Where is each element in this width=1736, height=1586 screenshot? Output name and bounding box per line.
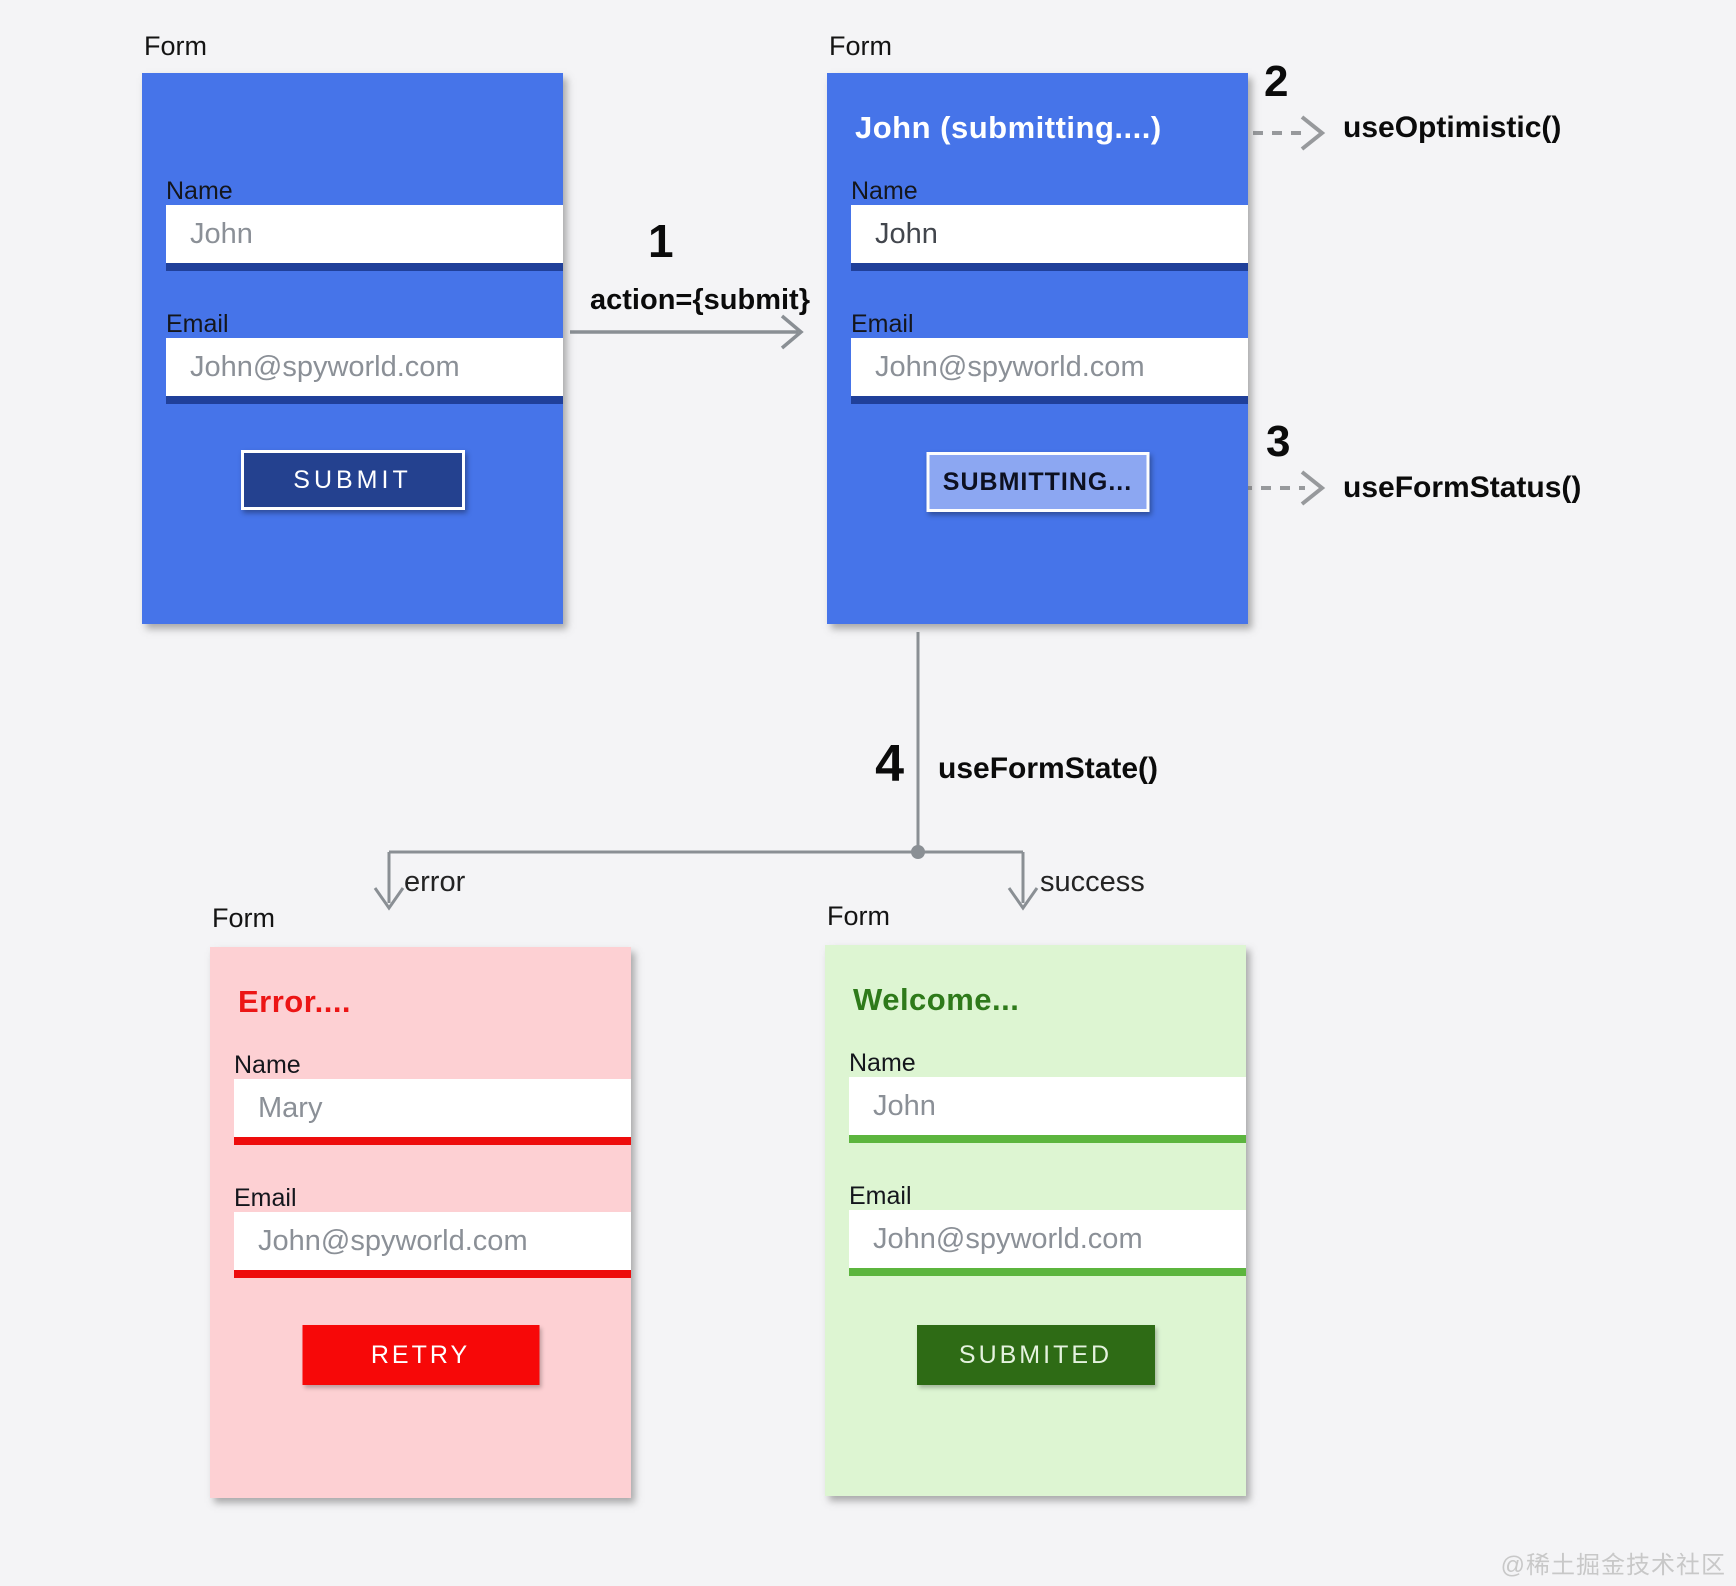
junction-dot-icon [911, 845, 925, 859]
watermark: @稀土掘金技术社区 [1500, 1552, 1726, 1579]
form-tag-error: Form [212, 903, 275, 933]
use-form-state-label: useFormState() [938, 752, 1159, 785]
error-branch-label: error [404, 866, 466, 898]
error-heading: Error.... [238, 984, 352, 1019]
submit-action-arrow-icon [570, 314, 804, 350]
optimistic-heading: John (submitting....) [855, 110, 1162, 145]
error-email-label: Email [234, 1184, 297, 1212]
initial-email-input[interactable] [166, 338, 563, 404]
submited-button[interactable]: SUBMITED [916, 1325, 1155, 1385]
success-name-label: Name [849, 1049, 916, 1077]
form-initial-card: Name Email SUBMIT [142, 73, 563, 624]
submitting-email-label: Email [851, 310, 914, 338]
initial-name-label: Name [166, 177, 233, 205]
success-email-input[interactable] [849, 1210, 1246, 1276]
error-name-label: Name [234, 1051, 301, 1079]
submitting-button[interactable]: SUBMITTING... [926, 452, 1149, 512]
form-success-card: Welcome... Name Email SUBMITED [825, 945, 1246, 1496]
submitting-name-input[interactable] [851, 205, 1248, 271]
error-name-input[interactable] [234, 1079, 631, 1145]
error-email-input[interactable] [234, 1212, 631, 1278]
step-1-number: 1 [648, 215, 674, 267]
submitting-email-input[interactable] [851, 338, 1248, 404]
use-optimistic-label: useOptimistic() [1343, 111, 1562, 144]
step-4-number: 4 [875, 735, 904, 793]
form-tag-initial: Form [144, 31, 207, 61]
initial-email-label: Email [166, 310, 229, 338]
success-name-input[interactable] [849, 1077, 1246, 1143]
step-1-code-label: action={submit} [590, 284, 810, 316]
form-tag-submitting: Form [829, 31, 892, 61]
form-submitting-card: John (submitting....) Name Email SUBMITT… [827, 73, 1248, 624]
success-branch-label: success [1040, 866, 1145, 898]
form-tag-success: Form [827, 901, 890, 931]
submitting-name-label: Name [851, 177, 918, 205]
initial-name-input[interactable] [166, 205, 563, 271]
step-2-number: 2 [1264, 57, 1289, 106]
use-form-status-label: useFormStatus() [1343, 471, 1582, 504]
step-3-number: 3 [1266, 417, 1291, 466]
welcome-heading: Welcome... [853, 982, 1020, 1017]
success-email-label: Email [849, 1182, 912, 1210]
submit-button[interactable]: SUBMIT [240, 450, 465, 510]
retry-button[interactable]: RETRY [302, 1325, 539, 1385]
form-error-card: Error.... Name Email RETRY [210, 947, 631, 1498]
